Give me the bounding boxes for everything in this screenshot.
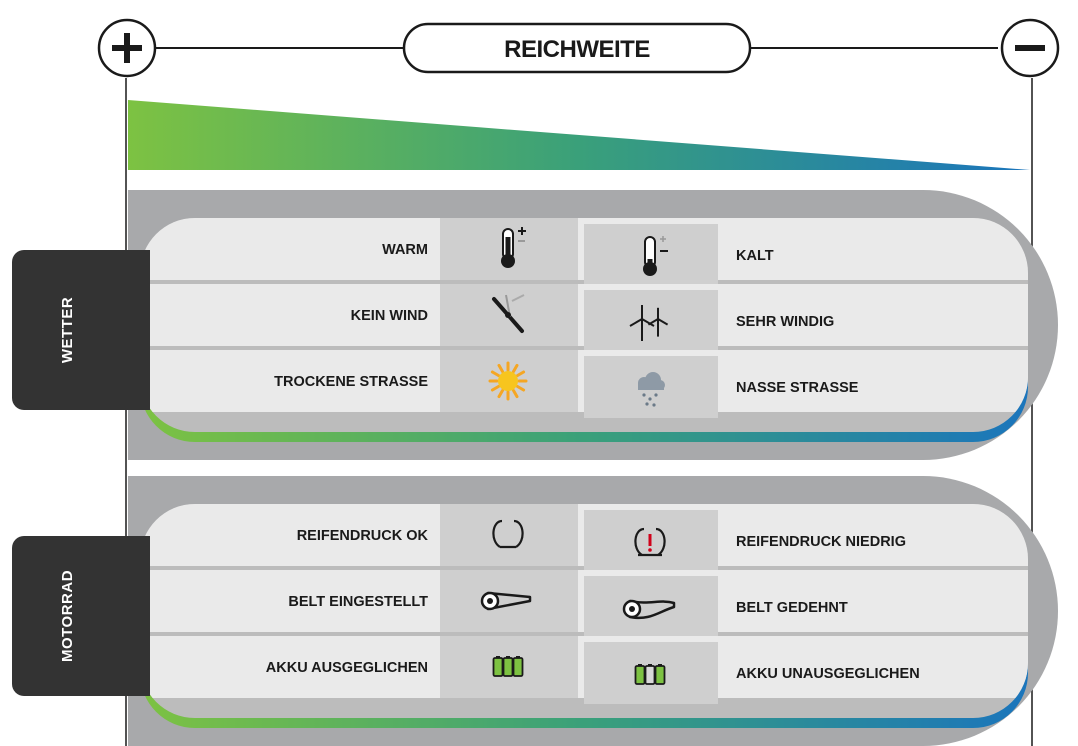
section-title: MOTORRAD — [59, 570, 76, 662]
rain-cloud-icon — [638, 372, 665, 407]
icon-cell-left — [440, 504, 578, 566]
factor-row: BELT EINGESTELLT BELT GEDEHNT — [140, 570, 1028, 638]
factor-right-label: KALT — [736, 248, 774, 264]
belt-stretched-icon — [622, 599, 676, 620]
section-panel: WARM KALT KEIN WIND SEHR WINDIG TROCKENE STR… — [140, 218, 1028, 432]
thermometer-warm-icon — [501, 227, 526, 268]
factor-row: WARM KALT — [140, 218, 1028, 286]
factor-row: TROCKENE STRASSE NASSE STRASSE — [140, 350, 1028, 418]
sun-icon — [488, 361, 528, 401]
range-gradient-wedge — [128, 100, 1030, 170]
factor-right-label: BELT GEDEHNT — [736, 600, 848, 616]
icon-cell-right — [584, 290, 718, 352]
icon-cell-left — [440, 570, 578, 632]
factor-right-label: REIFENDRUCK NIEDRIG — [736, 534, 906, 550]
factor-left-label: KEIN WIND — [351, 308, 428, 324]
title-pill — [402, 22, 752, 74]
tire-pressure-ok-icon — [492, 519, 524, 549]
header: REICHWEITE — [97, 18, 1060, 78]
section-tab: MOTORRAD — [12, 536, 150, 696]
tire-pressure-low-icon — [634, 527, 666, 557]
factor-right-label: SEHR WINDIG — [736, 314, 834, 330]
sections: WARM KALT KEIN WIND SEHR WINDIG TROCKENE STR… — [12, 190, 1058, 746]
factor-row: REIFENDRUCK OK REIFENDRUCK NIEDRIG — [140, 504, 1028, 572]
windmill-still-icon — [492, 294, 525, 333]
belt-tight-icon — [480, 591, 532, 611]
factor-left-label: REIFENDRUCK OK — [297, 528, 429, 544]
factor-row: KEIN WIND SEHR WINDIG — [140, 284, 1028, 352]
minus-icon — [1000, 18, 1060, 78]
factor-left-label: TROCKENE STRASSE — [274, 374, 428, 390]
section-title: WETTER — [59, 297, 76, 363]
factor-left-label: BELT EINGESTELLT — [288, 594, 428, 610]
icon-cell-right — [584, 576, 718, 638]
section-tab: WETTER — [12, 250, 150, 410]
section-panel: REIFENDRUCK OK REIFENDRUCK NIEDRIG BELT EI… — [140, 504, 1028, 718]
plus-icon — [97, 18, 157, 78]
windmills-spinning-icon — [629, 305, 669, 341]
factor-right-label: AKKU UNAUSGEGLICHEN — [736, 666, 920, 682]
section-wetter: WARM KALT KEIN WIND SEHR WINDIG TROCKENE STR… — [12, 190, 1058, 460]
section-motorrad: REIFENDRUCK OK REIFENDRUCK NIEDRIG BELT EI… — [12, 476, 1058, 746]
factor-left-label: WARM — [382, 242, 428, 258]
page-title: REICHWEITE — [504, 36, 650, 63]
battery-balanced-icon — [492, 656, 524, 677]
factor-row: AKKU AUSGEGLICHEN AKKU UNAUSGEGLICHEN — [140, 636, 1028, 704]
battery-unbalanced-icon — [634, 664, 666, 685]
factor-right-label: NASSE STRASSE — [736, 380, 859, 396]
factor-left-label: AKKU AUSGEGLICHEN — [266, 660, 428, 676]
thermometer-cold-icon — [643, 236, 668, 276]
